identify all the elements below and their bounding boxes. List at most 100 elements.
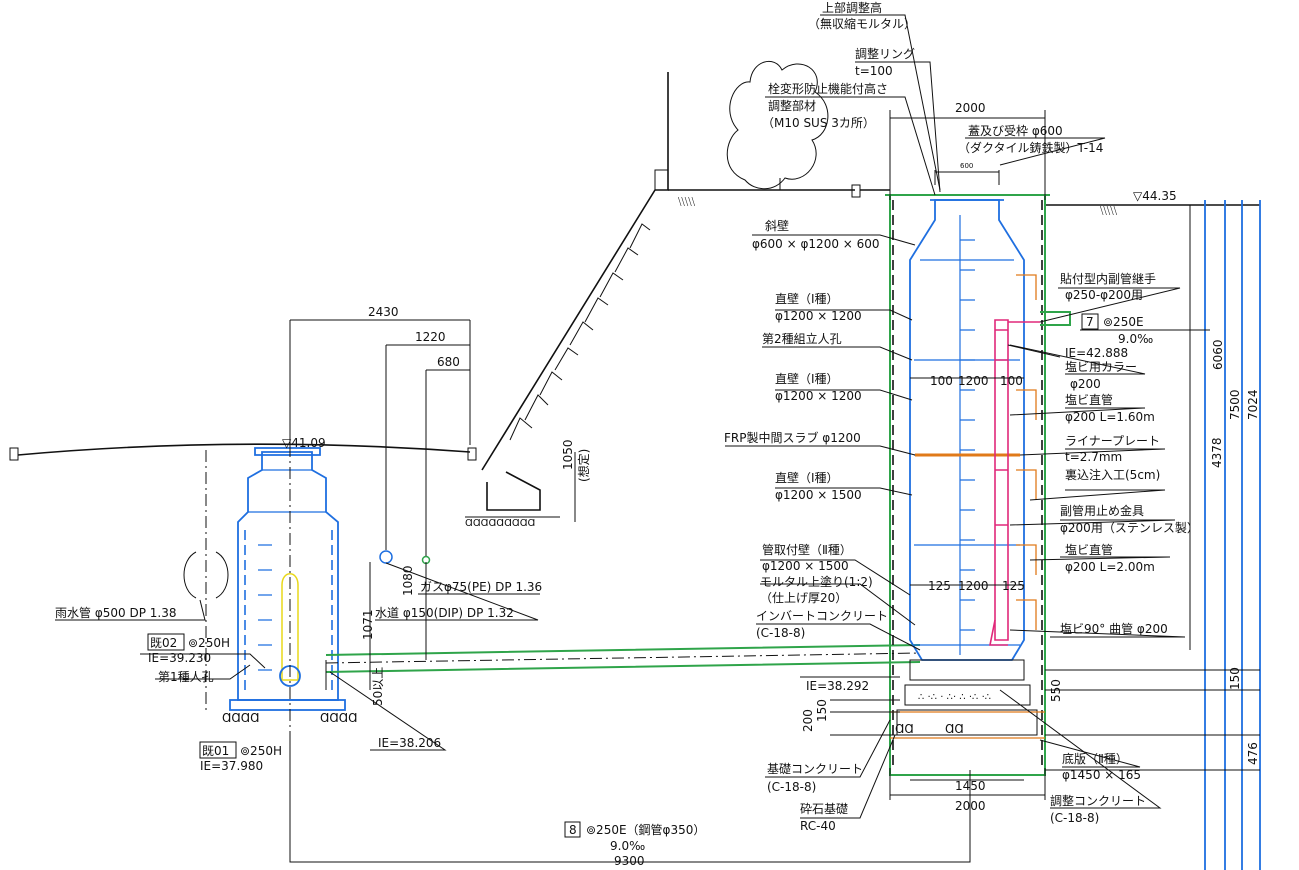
pipe-8 (325, 644, 921, 690)
label-exist02: ⊚250H (188, 636, 230, 650)
label-level-right: ▽44.35 (1133, 189, 1177, 203)
label-straight-wall-2: 直壁（Ⅰ種） (775, 371, 839, 386)
pipe7-box (1081, 313, 1099, 330)
label-adjust-concrete-sub: (C-18-8) (1050, 811, 1099, 825)
label-invert: インバートコンクリート (756, 609, 888, 623)
label-ie-38206: IE=38.206 (378, 736, 441, 750)
label-exist02-no: 既02 (150, 636, 177, 650)
dim-label-125b: 125 (1002, 579, 1025, 593)
mid-road-marker (467, 447, 477, 461)
ground-lines: ⱭⱭⱭⱭⱭⱭⱭⱭⱭ ⧹⧹⧹⧹⧹ ⧹⧹⧹⧹⧹ (9, 60, 1260, 529)
label-assumed: (想定) (576, 449, 591, 482)
dim-label-1220: 1220 (415, 330, 446, 344)
dim-9300 (289, 735, 971, 863)
label-pvc-pipe-1-dim: φ200 L=1.60m (1065, 410, 1155, 424)
label-level-left: ▽41.09 (282, 436, 326, 450)
sub-pipe (994, 319, 1009, 641)
label-stopper-dim: φ200用（ステンレス製） (1060, 521, 1199, 535)
label-pvc-collar: 塩ビ用カラー (1065, 359, 1137, 374)
dim-label-4378: 4378 (1210, 437, 1224, 468)
label-joint-dim: φ250-φ200用 (1065, 288, 1143, 302)
leader-top-adjust (820, 14, 941, 191)
label-straight-wall-3: 直壁（Ⅰ種） (775, 470, 839, 485)
dim-label-1050: 1050 (561, 439, 575, 470)
label-frp-slab: FRP製中間スラブ φ1200 (724, 430, 861, 445)
sub-pipe-fittings (995, 321, 1040, 526)
gravel-hatch-left: ⱭⱭ (895, 722, 914, 736)
label-base-concrete-sub: (C-18-8) (767, 780, 816, 794)
dim-vertical-blue (1204, 200, 1261, 870)
dim-label-2430: 2430 (368, 305, 399, 319)
dim-label-200l: 200 (801, 709, 815, 732)
manhole1-base (229, 699, 346, 711)
utility-leaders (385, 345, 427, 556)
label-stopper: 副管用止め金具 (1060, 503, 1144, 518)
dim-label-100a: 100 (930, 374, 953, 388)
dim-600 (934, 170, 1000, 185)
label-pipe8: ⊚250E（鋼管φ350） (586, 822, 705, 837)
label-pvc-bend: 塩ビ90° 曲管 φ200 (1060, 621, 1168, 636)
liner-plate (889, 194, 1046, 776)
dim-4378-6060 (1189, 205, 1206, 770)
exist01-box (199, 741, 237, 759)
labels: 上部調整高 （無収縮モルタル） 調整リング t=100 栓変形防止機能付高さ 調… (55, 0, 1260, 868)
label-bottom-slab-dim: φ1450 × 165 (1062, 768, 1141, 782)
manhole1-steps (258, 544, 272, 671)
dim-label-1450: 1450 (955, 779, 986, 793)
upper-road-marker (851, 184, 861, 198)
embankment-step (654, 169, 668, 190)
label-straight-wall-1-dim: φ1200 × 1200 (775, 309, 862, 323)
manhole1-base-hatch2: ⱭⱭⱭⱭ (320, 711, 358, 725)
new-manhole-steps (960, 239, 975, 631)
backfill-marks (1016, 274, 1037, 630)
manhole1-sub-pipe (281, 573, 299, 681)
label-pipe-wall-dim: φ1200 × 1500 (762, 559, 849, 573)
dim-label-1200a: 1200 (958, 374, 989, 388)
label-backfill: 裏込注入工(5cm) (1065, 467, 1160, 482)
label-ie-38292: IE=38.292 (806, 679, 869, 693)
manhole1-joints (248, 469, 326, 513)
label-straight-wall-2-dim: φ1200 × 1200 (775, 389, 862, 403)
leader-lines (55, 14, 1210, 819)
label-top-adjust: 上部調整高 (822, 0, 882, 15)
dim-label-50: 50以上 (371, 667, 385, 706)
dim-bottom (889, 768, 1046, 800)
dim-label-2000-top: 2000 (955, 101, 986, 115)
dim-internal (910, 377, 1024, 586)
pipe8-box (564, 821, 581, 838)
pipe8-centerline (325, 652, 921, 664)
label-anti-deform-2: 調整部材 (768, 98, 816, 113)
pipe8-walls (325, 644, 921, 673)
embankment-slope (481, 72, 669, 471)
label-bottom-slab: 底版（Ⅱ種） (1062, 751, 1128, 766)
ground-hatch-left: ⧹⧹⧹⧹⧹ (678, 197, 696, 208)
label-mortar: モルタル上塗り(1:2) (760, 574, 873, 589)
manhole1-cover (254, 447, 321, 456)
label-adjust-concrete: 調整コンクリート (1050, 793, 1146, 808)
label-gravel-sub: RC-40 (800, 819, 836, 833)
label-pipe7-no: 7 (1086, 315, 1094, 329)
dim-label-476: 476 (1246, 742, 1260, 765)
dim-label-1200b: 1200 (958, 579, 989, 593)
dim-label-600: 600 (960, 162, 973, 170)
bottom-slab (896, 684, 1038, 736)
dim-label-680: 680 (437, 355, 460, 369)
label-manhole1: 第1種人孔 (158, 670, 214, 684)
sub-pipe-bend (989, 619, 1008, 646)
label-gas-pipe: ガスφ75(PE) DP 1.36 (420, 580, 542, 594)
tree-canopy (726, 60, 829, 190)
pipe7-inlet (1040, 311, 1071, 326)
left-road-surface (17, 443, 471, 456)
manhole1-inner-walls (244, 530, 333, 690)
label-anti-deform: 栓変形防止機能付高さ (768, 81, 888, 96)
water-pipe-circle (379, 550, 393, 564)
label-pipe8-no: 8 (569, 823, 577, 837)
rain-pipe-circle (183, 551, 229, 599)
dim-label-7024: 7024 (1246, 389, 1260, 420)
label-straight-wall-3-dim: φ1200 × 1500 (775, 488, 862, 502)
label-pipe7: ⊚250E (1103, 315, 1144, 329)
label-joint: 貼付型内副管継手 (1060, 271, 1156, 286)
dim-label-2000-bot: 2000 (955, 799, 986, 813)
label-slope-wall-dim: φ600 × φ1200 × 600 (752, 237, 880, 251)
